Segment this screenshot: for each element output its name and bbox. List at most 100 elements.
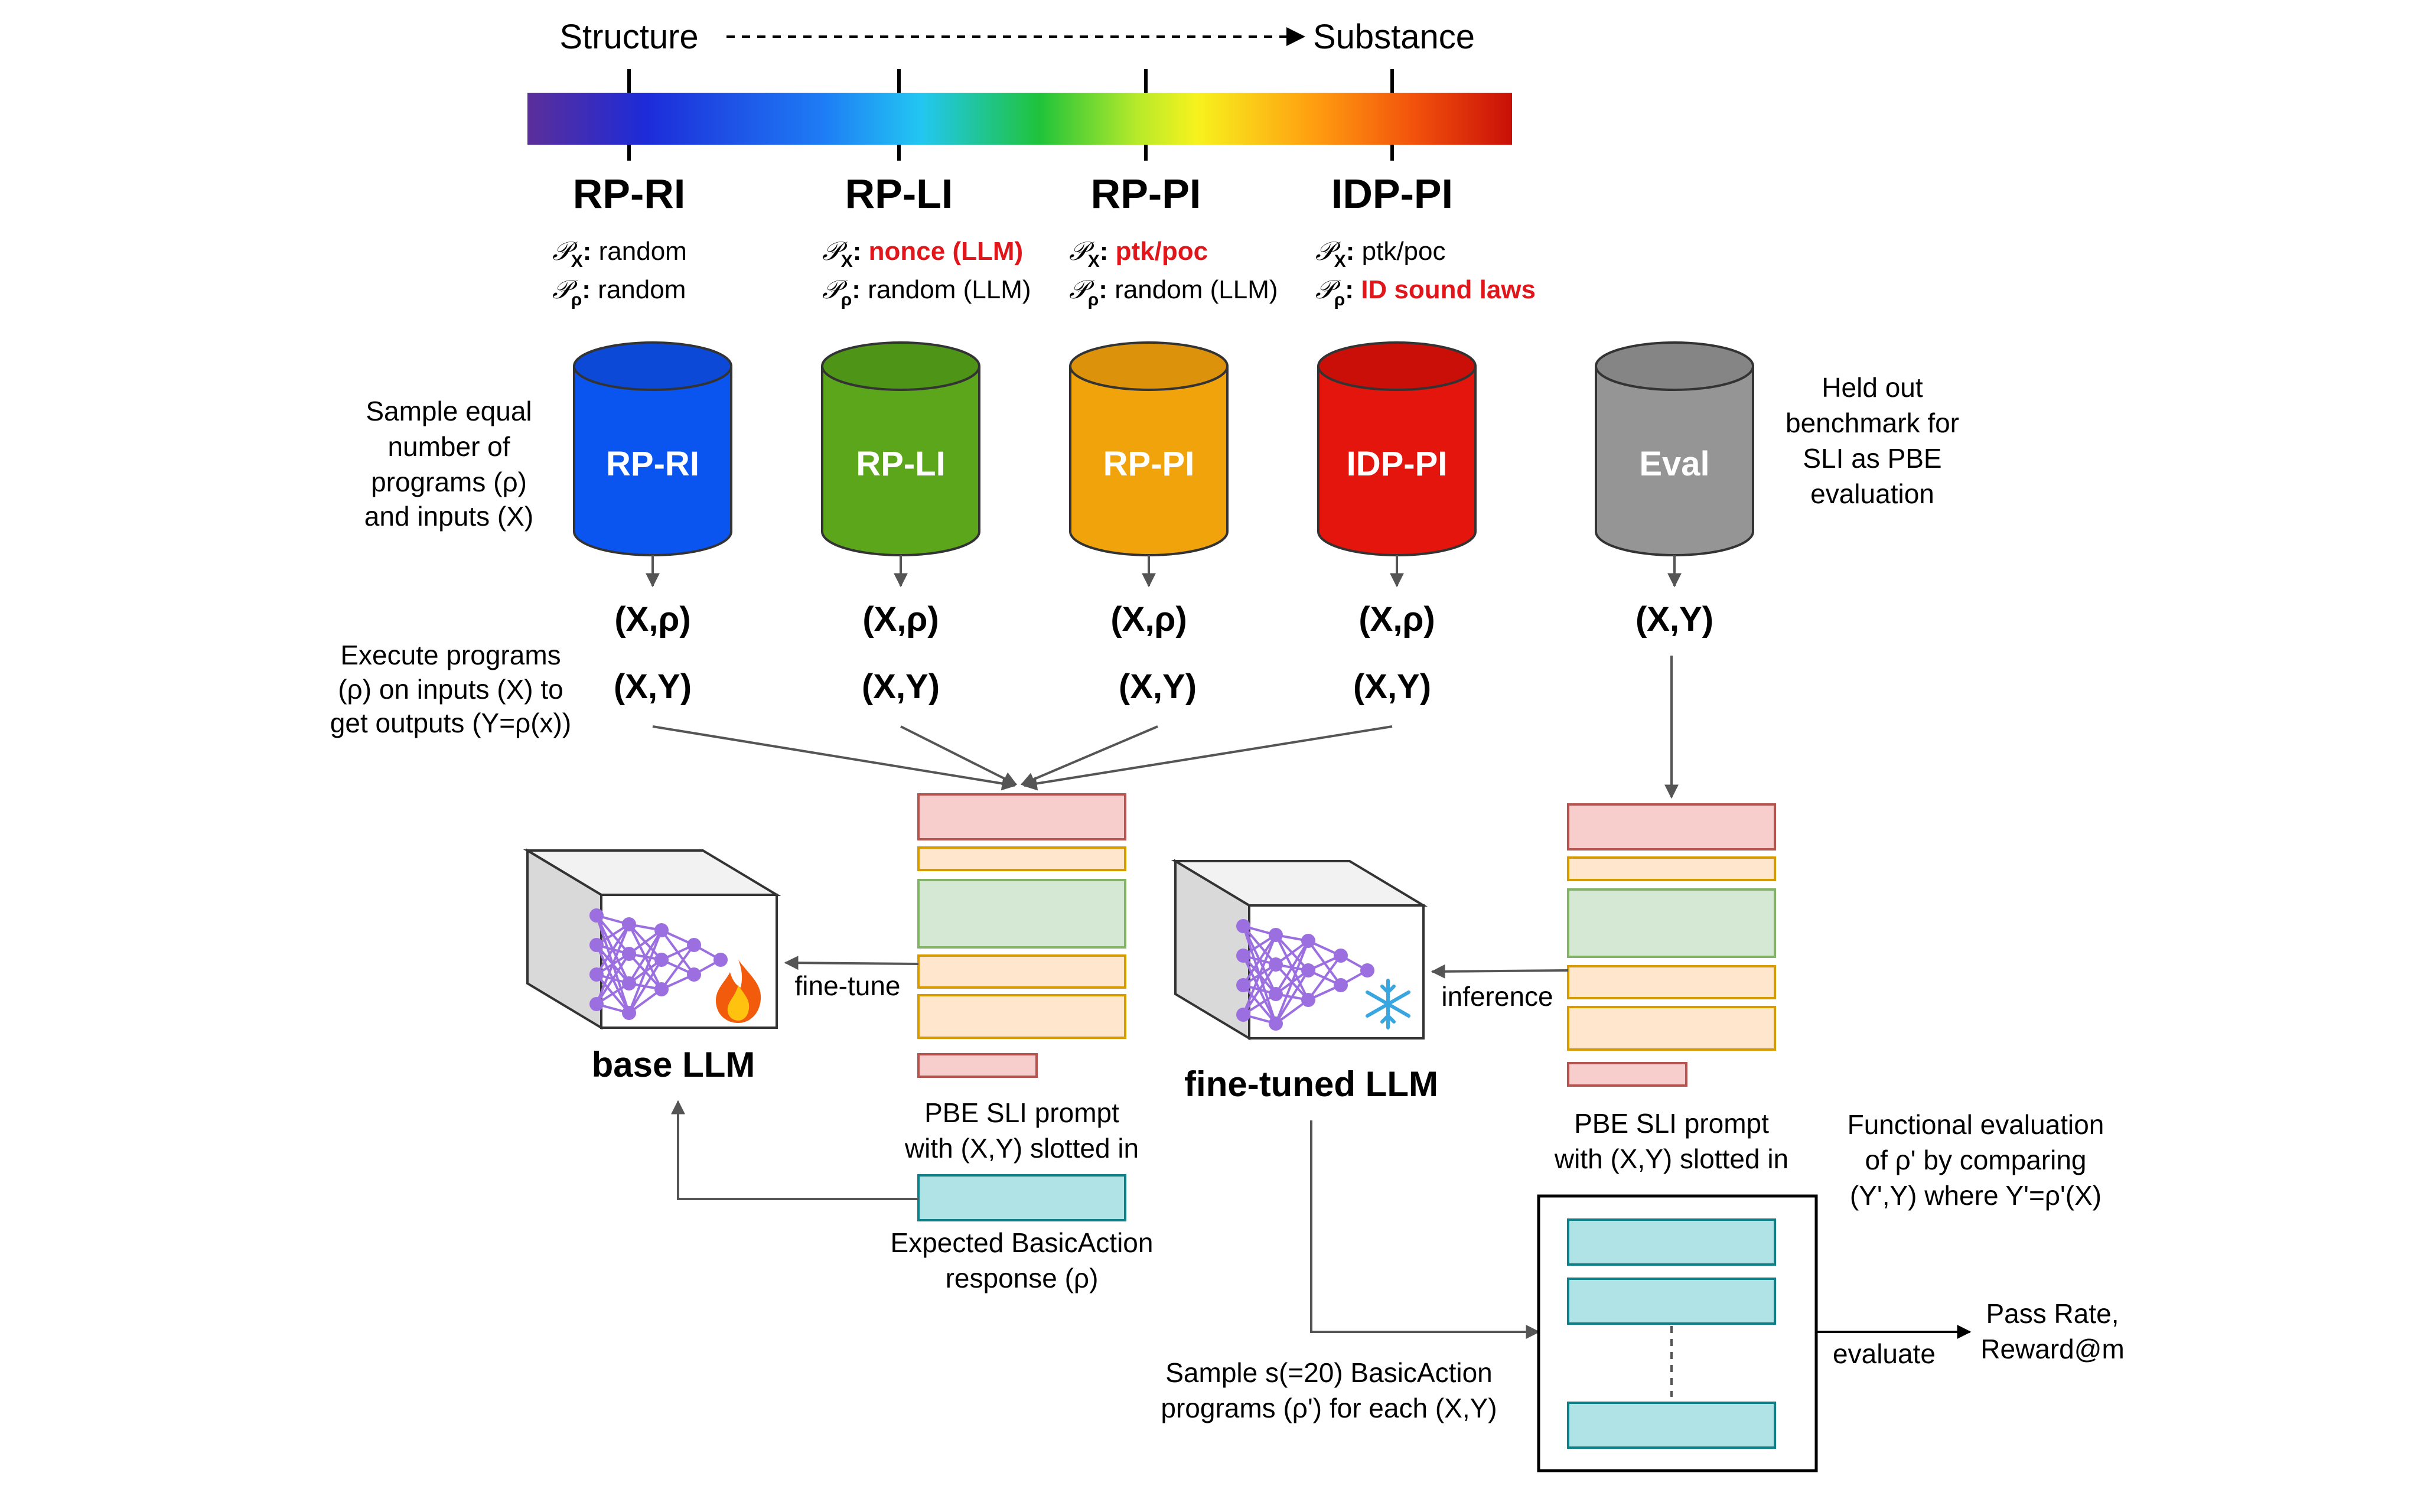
pair-label: (X,Y) bbox=[1353, 667, 1431, 706]
program-distribution: 𝒫ρ: random bbox=[552, 275, 686, 309]
pairs-eval: (X,Y) bbox=[1635, 600, 1713, 638]
svg-text:PBE SLI prompt: PBE SLI prompt bbox=[1574, 1108, 1769, 1139]
model-arrows bbox=[671, 956, 1972, 1339]
base-llm-label: base LLM bbox=[592, 1045, 755, 1084]
svg-text:response (ρ): response (ρ) bbox=[946, 1263, 1099, 1293]
svg-text:SLI as PBE: SLI as PBE bbox=[1803, 443, 1941, 474]
svg-text:(Y',Y) where Y'=ρ'(X): (Y',Y) where Y'=ρ'(X) bbox=[1850, 1180, 2102, 1211]
dataset-cylinder-rp-li: RP-LI bbox=[821, 341, 980, 588]
neural-network-icon bbox=[1236, 919, 1374, 1031]
svg-text:Pass Rate,: Pass Rate, bbox=[1986, 1298, 2119, 1329]
pass-rate-note: Pass Rate, Reward@m bbox=[1980, 1298, 2125, 1364]
svg-text:Held out: Held out bbox=[1822, 372, 1923, 403]
pair-label: (X,Y) bbox=[862, 667, 940, 706]
dataset-pairs: (X,ρ)(X,Y)(X,ρ)(X,Y)(X,ρ)(X,Y)(X,ρ)(X,Y)… bbox=[614, 600, 1713, 706]
spectrum-right-label: Substance bbox=[1313, 18, 1475, 56]
pairs-rp-li: (X,ρ) (X,Y) bbox=[862, 600, 940, 706]
arrow-inference bbox=[1431, 964, 1569, 979]
category-title: RP-PI bbox=[1091, 171, 1201, 217]
prompt-stack-right bbox=[1567, 803, 1776, 1087]
sampled-program-1 bbox=[1567, 1218, 1776, 1266]
sampled-program-n bbox=[1567, 1402, 1776, 1449]
base-llm-model bbox=[523, 848, 781, 1030]
sample-equal-note: Sample equal number of programs (ρ) and … bbox=[364, 396, 533, 532]
pairs-rp-ri: (X,ρ) (X,Y) bbox=[614, 600, 692, 706]
spectrum-ticks bbox=[627, 69, 1394, 161]
spectrum-bar bbox=[527, 93, 1512, 145]
functional-eval-note: Functional evaluation of ρ' by comparing… bbox=[1848, 1109, 2104, 1211]
sampled-programs-box bbox=[1537, 1194, 1818, 1472]
snowflake-icon bbox=[1366, 979, 1410, 1029]
prompt-right-caption: PBE SLI prompt with (X,Y) slotted in bbox=[1554, 1108, 1788, 1174]
evaluate-label: evaluate bbox=[1833, 1338, 1936, 1369]
converge-arrows bbox=[652, 656, 1679, 799]
spectrum-left-label: Structure bbox=[559, 18, 698, 56]
arrow-rpli-to-prompt bbox=[900, 725, 1018, 786]
pair-label: (X,ρ) bbox=[614, 600, 690, 638]
cylinder-label: IDP-PI bbox=[1347, 445, 1448, 483]
fine-tune-label: fine-tune bbox=[794, 970, 900, 1001]
arrow-expected-to-base bbox=[671, 1100, 918, 1200]
neural-network-icon bbox=[589, 908, 728, 1020]
pairs-idp-pi: (X,ρ) (X,Y) bbox=[1353, 600, 1435, 706]
arrow-finetuned-to-samples bbox=[1310, 1120, 1540, 1339]
fire-icon bbox=[716, 960, 761, 1023]
svg-text:evaluation: evaluation bbox=[1810, 478, 1934, 509]
held-out-note: Held out benchmark for SLI as PBE evalua… bbox=[1786, 372, 1959, 509]
cylinder-label: Eval bbox=[1639, 445, 1709, 483]
dataset-cylinders: RP-RI RP-LI RP-PI IDP-PI Eval bbox=[573, 341, 1754, 588]
arrow-fine-tune bbox=[784, 956, 919, 970]
arrow-rpri-to-prompt bbox=[652, 725, 1016, 791]
expected-response-box bbox=[917, 1174, 1126, 1221]
dataset-cylinder-rp-ri: RP-RI bbox=[573, 341, 732, 588]
prompt-stack-left bbox=[917, 793, 1126, 1221]
input-distribution: 𝒫X: nonce (LLM) bbox=[822, 236, 1023, 271]
svg-text:programs (ρ') for each (X,Y): programs (ρ') for each (X,Y) bbox=[1161, 1393, 1497, 1423]
spectrum-arrowhead bbox=[1286, 27, 1305, 46]
cylinder-label: RP-PI bbox=[1103, 445, 1195, 483]
finetuned-llm-label: fine-tuned LLM bbox=[1184, 1064, 1438, 1104]
svg-text:programs (ρ): programs (ρ) bbox=[371, 467, 527, 497]
input-distribution: 𝒫X: random bbox=[552, 236, 687, 271]
svg-text:and inputs (X): and inputs (X) bbox=[364, 501, 533, 532]
cylinder-label: RP-RI bbox=[606, 445, 699, 483]
svg-text:with (X,Y) slotted in: with (X,Y) slotted in bbox=[904, 1133, 1139, 1164]
pair-label: (X,ρ) bbox=[862, 600, 939, 638]
spectrum: Structure Substance bbox=[527, 18, 1512, 161]
pair-label: (X,Y) bbox=[1119, 667, 1197, 706]
cylinder-label: RP-LI bbox=[856, 445, 945, 483]
sample-s-note: Sample s(=20) BasicAction programs (ρ') … bbox=[1161, 1357, 1497, 1423]
svg-text:PBE SLI prompt: PBE SLI prompt bbox=[924, 1097, 1119, 1128]
category-title: RP-RI bbox=[573, 171, 686, 217]
arrow-rppi-to-prompt bbox=[1020, 725, 1158, 786]
sampled-program-2 bbox=[1567, 1278, 1776, 1325]
svg-text:Expected BasicAction: Expected BasicAction bbox=[891, 1227, 1154, 1258]
svg-text:number of: number of bbox=[387, 431, 510, 462]
svg-text:get outputs (Y=ρ(x)): get outputs (Y=ρ(x)) bbox=[330, 708, 571, 738]
svg-text:Execute programs: Execute programs bbox=[340, 640, 561, 670]
dataset-cylinder-rp-pi: RP-PI bbox=[1069, 341, 1229, 588]
execute-note: Execute programs (ρ) on inputs (X) to ge… bbox=[330, 640, 571, 738]
svg-text:Functional evaluation: Functional evaluation bbox=[1848, 1109, 2104, 1140]
pair-label: (X,ρ) bbox=[1358, 600, 1435, 638]
program-distribution: 𝒫ρ: ID sound laws bbox=[1315, 275, 1536, 309]
svg-text:Sample s(=20) BasicAction: Sample s(=20) BasicAction bbox=[1165, 1357, 1493, 1388]
input-distribution: 𝒫X: ptk/poc bbox=[1069, 236, 1208, 271]
svg-text:with (X,Y) slotted in: with (X,Y) slotted in bbox=[1554, 1143, 1788, 1174]
category-title: RP-LI bbox=[845, 171, 953, 217]
expected-caption: Expected BasicAction response (ρ) bbox=[891, 1227, 1154, 1293]
finetuned-llm-model bbox=[1171, 859, 1428, 1041]
svg-text:Reward@m: Reward@m bbox=[1980, 1334, 2125, 1364]
input-distribution: 𝒫X: ptk/poc bbox=[1315, 236, 1446, 271]
pair-label: (X,Y) bbox=[614, 667, 692, 706]
dataset-cylinder-idp-pi: IDP-PI bbox=[1317, 341, 1477, 588]
category-title: IDP-PI bbox=[1331, 171, 1453, 217]
category-rp-li: RP-LI 𝒫X: nonce (LLM) 𝒫ρ: random (LLM) bbox=[822, 171, 1031, 309]
pair-label: (X,Y) bbox=[1635, 600, 1713, 638]
program-distribution: 𝒫ρ: random (LLM) bbox=[822, 275, 1031, 309]
